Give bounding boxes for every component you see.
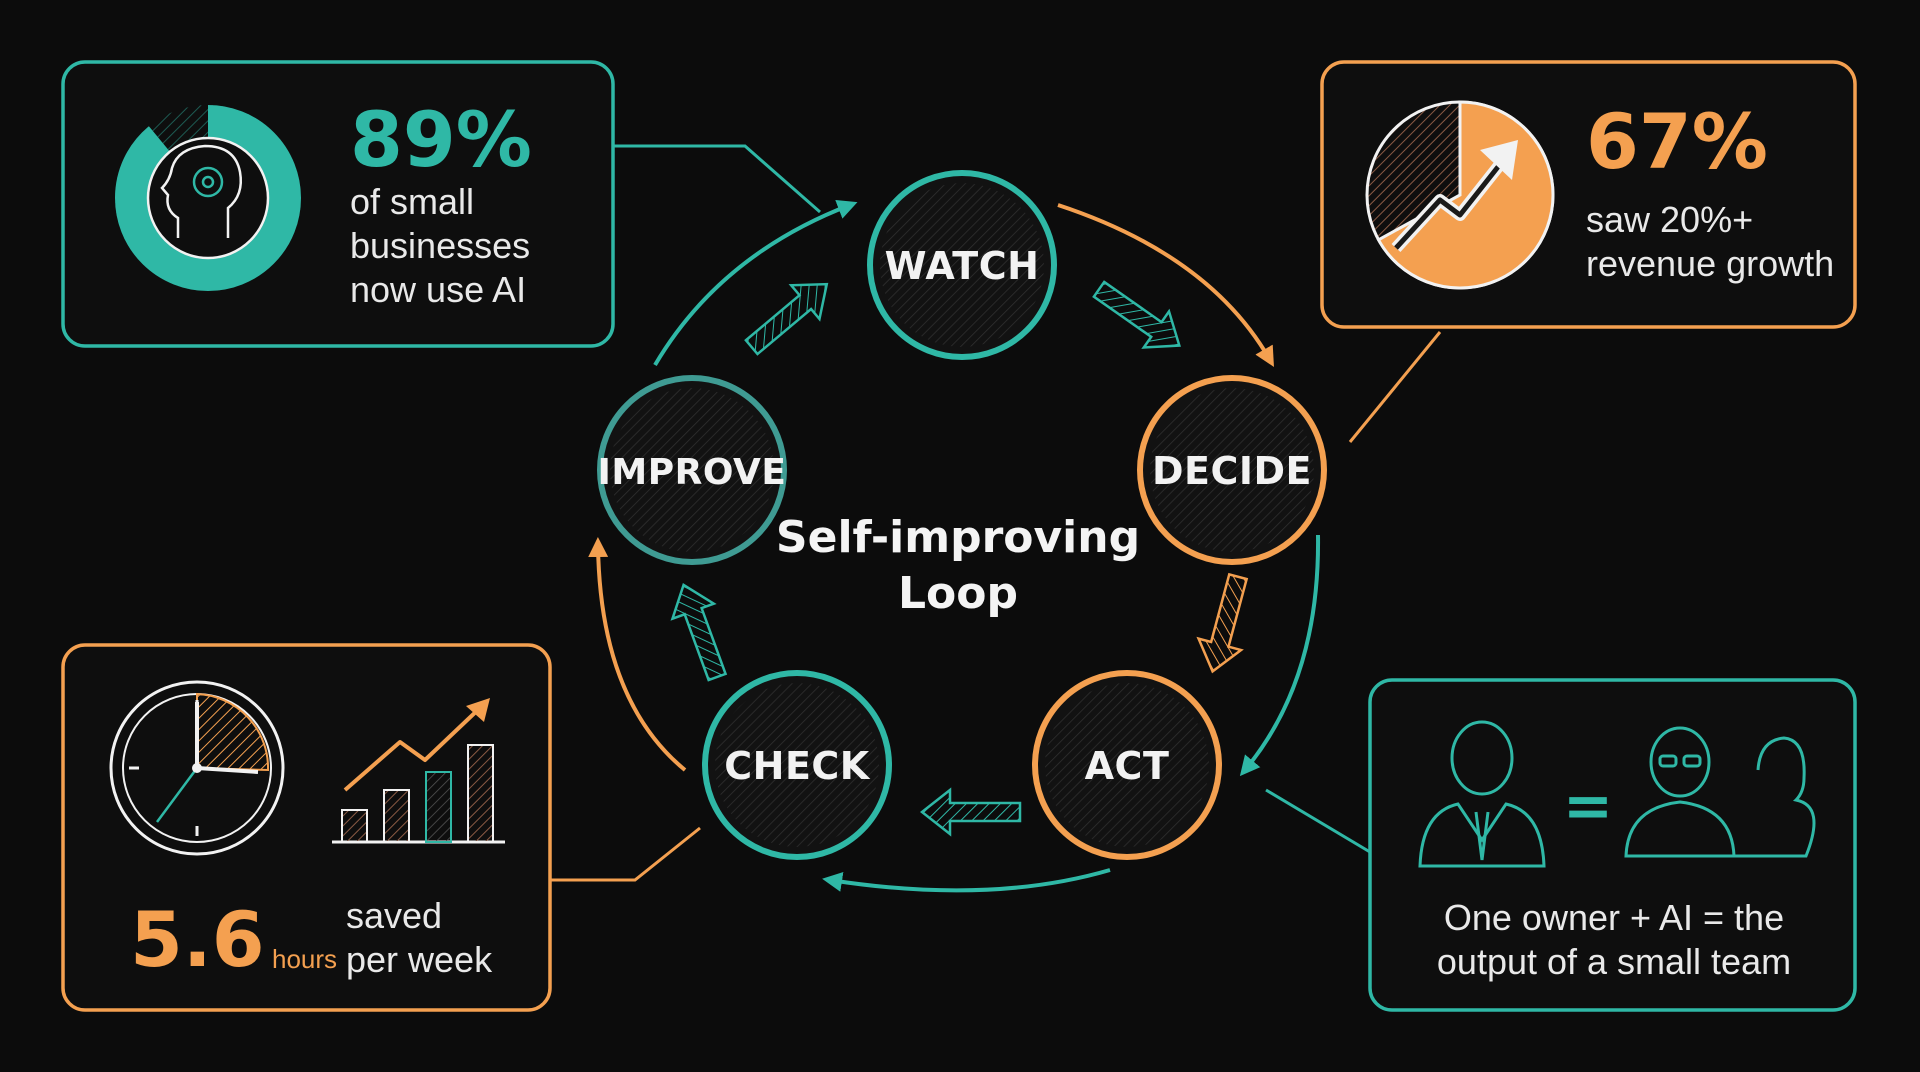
stat-revenue-value: 67% [1586, 97, 1768, 186]
stat-ai-usage-line3: now use AI [350, 269, 526, 310]
stat-card-revenue: 67% saw 20%+ revenue growth [1320, 60, 1857, 329]
stat-card-time-saved: 5.6 hours saved per week [61, 643, 552, 1012]
bar-chart-icon [332, 698, 505, 844]
stat-time-saved-value: 5.6 [130, 895, 265, 984]
node-watch: WATCH [867, 170, 1057, 360]
node-check-label: CHECK [724, 744, 871, 788]
team-icon [1624, 726, 1816, 858]
node-act: ACT [1032, 670, 1222, 860]
stat-ai-usage-line1: of small [350, 181, 474, 222]
stat-time-saved-unit: hours [272, 944, 337, 974]
pie-chart [1365, 100, 1555, 290]
stat-time-saved-line1: saved [346, 895, 442, 936]
stat-ai-usage-line2: businesses [350, 225, 530, 266]
node-act-label: ACT [1085, 744, 1170, 788]
arc-improve-to-watch [653, 199, 858, 367]
inner-arrow-decide-act [1196, 572, 1249, 674]
node-improve: IMPROVE [597, 375, 787, 565]
stat-ai-usage-value: 89% [350, 95, 532, 184]
head-gear-icon [160, 144, 242, 238]
donut-chart [115, 105, 301, 291]
center-title-line2: Loop [898, 568, 1018, 619]
inner-arrow-improve-watch [744, 282, 829, 356]
arc-act-to-check [822, 868, 1111, 893]
inner-arrow-check-improve [670, 582, 728, 682]
stat-time-saved-line2: per week [346, 939, 493, 980]
stat-revenue-line1: saw 20%+ [1586, 199, 1753, 240]
equals-sign: = [1563, 771, 1613, 841]
clock-icon [109, 680, 285, 856]
connector-team [1265, 788, 1371, 854]
stat-team-line2: output of a small team [1437, 941, 1791, 982]
stat-card-team: = One owner + AI = the output of a small… [1368, 678, 1857, 1012]
node-watch-label: WATCH [885, 244, 1040, 288]
node-decide-label: DECIDE [1152, 449, 1312, 493]
stat-card-ai-usage: 89% of small businesses now use AI [61, 60, 615, 348]
connector-time-saved [550, 826, 701, 882]
stat-revenue-line2: revenue growth [1586, 243, 1834, 284]
node-decide: DECIDE [1137, 375, 1327, 565]
stat-team-line1: One owner + AI = the [1444, 897, 1784, 938]
trend-arrow-icon [1391, 140, 1518, 253]
arc-watch-to-decide [1057, 203, 1274, 367]
owner-icon [1418, 720, 1546, 868]
node-improve-label: IMPROVE [598, 452, 787, 493]
arc-check-to-improve [588, 537, 687, 772]
center-title-line1: Self-improving [776, 512, 1140, 563]
connector-revenue [1348, 331, 1442, 443]
inner-arrow-watch-decide [1092, 280, 1181, 349]
arc-decide-to-act [1239, 534, 1321, 777]
connector-ai-usage [613, 144, 821, 214]
node-check: CHECK [702, 670, 892, 860]
inner-arrow-act-check [919, 787, 1022, 837]
